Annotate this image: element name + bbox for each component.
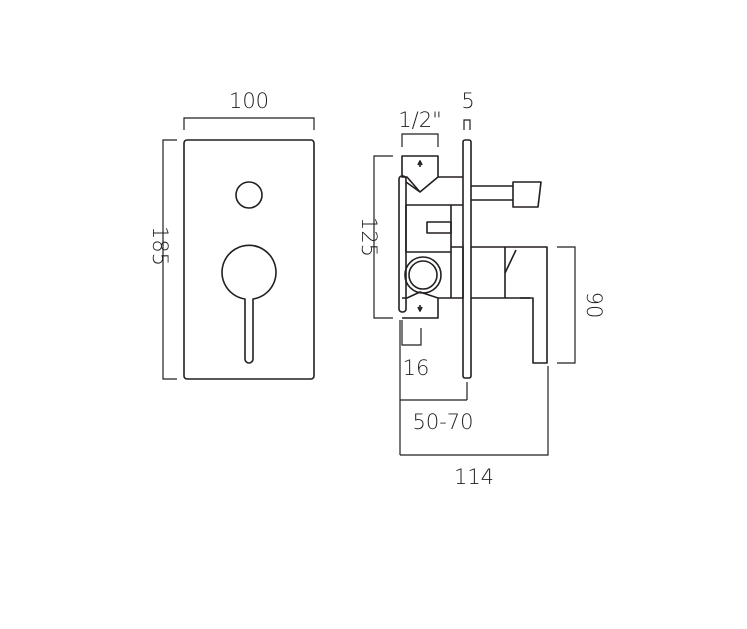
body-right-edge bbox=[451, 204, 464, 298]
handle-height-dimension-line bbox=[557, 246, 576, 364]
plate-thickness-dimension-line bbox=[463, 119, 471, 130]
cartridge-spindle bbox=[426, 221, 452, 234]
total-depth-dimension-line bbox=[400, 366, 549, 456]
plate-thickness-label: 5 bbox=[461, 89, 474, 113]
body-height-dimension-line bbox=[373, 155, 393, 319]
diverter-stem bbox=[471, 185, 513, 201]
body-top-edge bbox=[405, 176, 463, 193]
total-depth-label: 114 bbox=[454, 465, 494, 489]
wall-plate bbox=[462, 139, 472, 379]
offset-dimension-line bbox=[401, 320, 422, 346]
lever-handle bbox=[221, 244, 277, 364]
depth-range-label: 50-70 bbox=[412, 410, 473, 434]
diverter-cartridge bbox=[405, 204, 452, 253]
diverter-knob bbox=[512, 181, 542, 208]
side-view: 1/2" 5 125 90 16 50-70 114 bbox=[357, 89, 606, 489]
outlet-port-inner bbox=[408, 260, 438, 290]
side-lever bbox=[505, 246, 548, 364]
handle-height-label: 90 bbox=[582, 292, 606, 319]
arrow-up-icon bbox=[417, 160, 423, 167]
outlet-port-outer bbox=[404, 256, 442, 294]
height-dimension-label: 185 bbox=[148, 226, 172, 266]
width-dimension-line bbox=[183, 117, 315, 130]
diverter-button bbox=[235, 181, 263, 209]
height-dimension-line bbox=[162, 139, 177, 380]
front-view: 100 185 bbox=[148, 89, 315, 380]
inlet-dimension-line bbox=[401, 133, 439, 147]
inlet-dimension-label: 1/2" bbox=[398, 108, 441, 132]
handle-housing bbox=[471, 246, 506, 299]
depth-range-dimension-line bbox=[399, 320, 468, 455]
body-height-label: 125 bbox=[357, 217, 381, 257]
lever-detail bbox=[504, 249, 530, 299]
cover-plate bbox=[183, 139, 315, 380]
width-dimension-label: 100 bbox=[229, 89, 269, 113]
offset-label: 16 bbox=[403, 356, 430, 380]
mounting-bar bbox=[398, 175, 407, 313]
arrow-down-icon bbox=[417, 305, 423, 312]
